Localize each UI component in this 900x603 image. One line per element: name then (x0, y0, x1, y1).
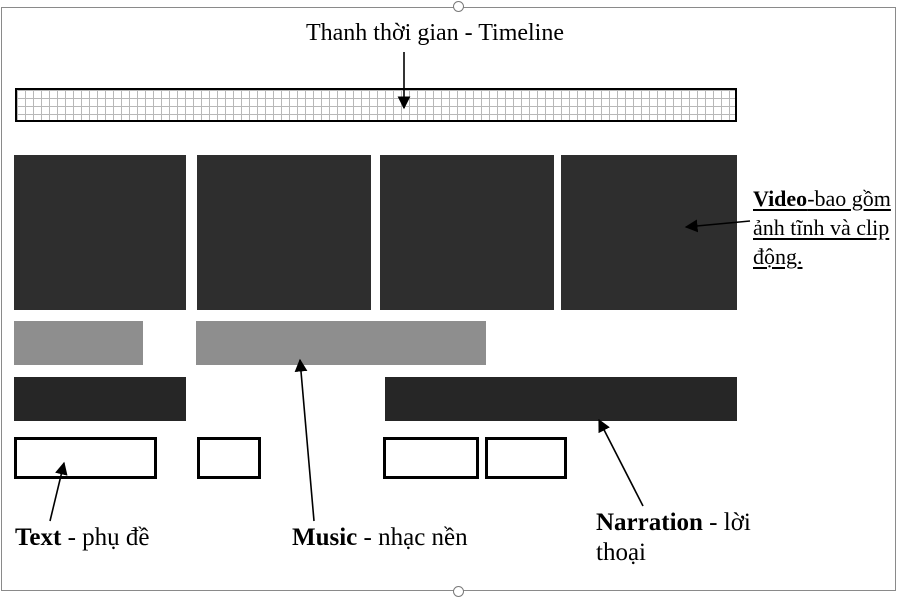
video-clip-1 (14, 155, 186, 310)
music-annotation: Music - nhạc nền (292, 524, 468, 552)
narration-arrow (598, 418, 644, 507)
video-clip-3 (380, 155, 554, 310)
text-annotation-rest: - phụ đề (61, 524, 150, 551)
selection-handle-bottom[interactable] (453, 586, 464, 597)
video-annotation: Video-bao gồm ảnh tĩnh và clip động. (753, 184, 899, 271)
timeline-annotation: Thanh thời gian - Timeline (260, 20, 610, 47)
text-clip-2 (197, 437, 261, 479)
text-clip-3 (383, 437, 479, 479)
video-clip-4 (561, 155, 737, 310)
text-clip-4 (485, 437, 567, 479)
video-clip-2 (197, 155, 371, 310)
music-clip-2 (196, 321, 486, 365)
narration-clip-2 (385, 377, 737, 421)
timeline-ruler (15, 88, 737, 122)
narration-annotation-rest: - lời thoại (596, 509, 751, 566)
video-annotation-bold: Video (753, 186, 808, 211)
timeline-annotation-text: Thanh thời gian - Timeline (305, 20, 564, 46)
selection-handle-top[interactable] (453, 1, 464, 12)
music-arrow (294, 358, 315, 522)
text-annotation: Text - phụ đề (15, 524, 149, 552)
music-annotation-rest: - nhạc nền (357, 524, 468, 551)
text-annotation-bold: Text (15, 524, 62, 551)
narration-annotation: Narration - lời thoại (596, 508, 768, 568)
text-clip-1 (14, 437, 157, 479)
narration-clip-1 (14, 377, 186, 421)
narration-annotation-bold: Narration (596, 509, 703, 536)
music-clip-1 (14, 321, 143, 365)
music-annotation-bold: Music (292, 524, 358, 551)
video-annotation-rest: -bao gồm ảnh tĩnh và clip động. (753, 186, 891, 270)
